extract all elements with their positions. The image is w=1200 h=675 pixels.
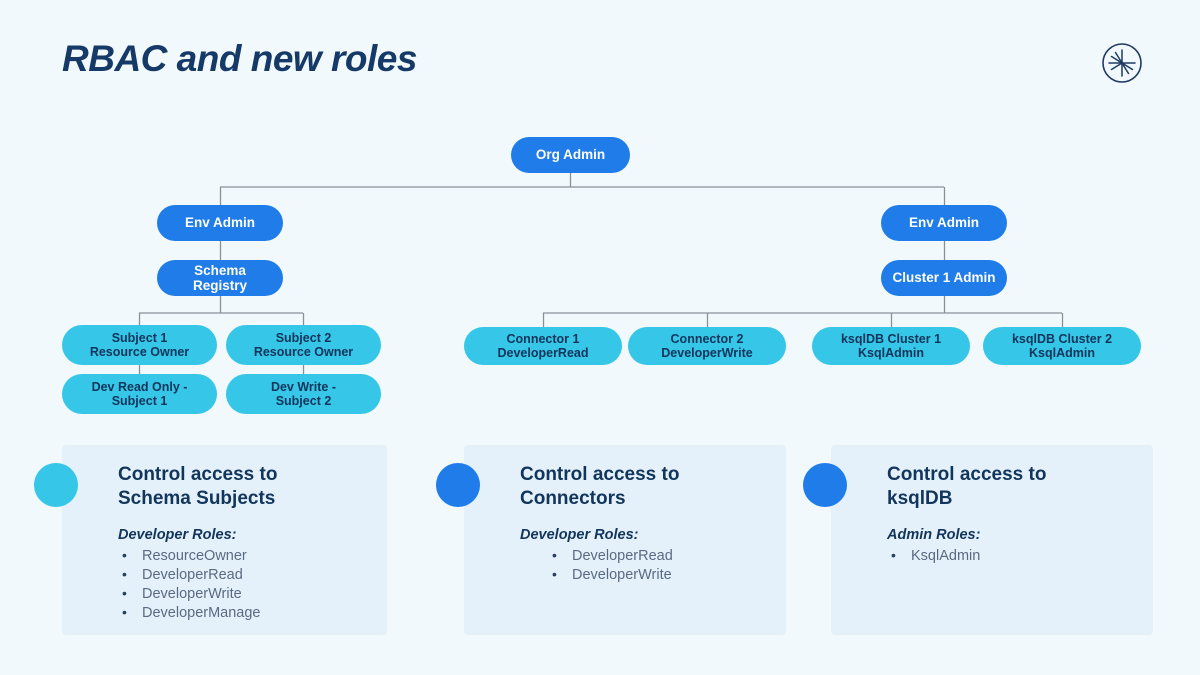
card-connectors: Control access to Connectors Developer R… xyxy=(436,445,786,635)
node-subject-2-resource-owner[interactable]: Subject 2 Resource Owner xyxy=(226,325,381,365)
card-subhead: Admin Roles: xyxy=(887,527,981,543)
list-item: DeveloperWrite xyxy=(118,584,261,604)
node-ksqldb-cluster-1[interactable]: ksqlDB Cluster 1 KsqlAdmin xyxy=(812,327,970,365)
node-connector-1[interactable]: Connector 1 DeveloperRead xyxy=(464,327,622,365)
card-role-list: KsqlAdmin xyxy=(887,546,980,566)
node-org-admin[interactable]: Org Admin xyxy=(511,137,630,173)
node-cluster-1-admin[interactable]: Cluster 1 Admin xyxy=(881,260,1007,296)
card-role-list: DeveloperRead DeveloperWrite xyxy=(548,546,673,585)
list-item: ResourceOwner xyxy=(118,546,261,566)
card-schema-subjects: Control access to Schema Subjects Develo… xyxy=(34,445,387,635)
card-heading: Control access to Schema Subjects xyxy=(118,464,278,509)
card-dot-icon xyxy=(436,463,480,507)
card-subhead: Developer Roles: xyxy=(118,527,237,543)
card-ksqldb: Control access to ksqlDB Admin Roles: Ks… xyxy=(803,445,1153,635)
node-schema-registry[interactable]: Schema Registry xyxy=(157,260,283,296)
card-dot-icon xyxy=(34,463,78,507)
node-env-admin-left[interactable]: Env Admin xyxy=(157,205,283,241)
node-ksqldb-cluster-2[interactable]: ksqlDB Cluster 2 KsqlAdmin xyxy=(983,327,1141,365)
org-chart: Org Admin Env Admin Schema Registry Env … xyxy=(62,137,1141,414)
card-heading: Control access to Connectors xyxy=(520,464,680,509)
card-subhead: Developer Roles: xyxy=(520,527,639,543)
node-subject-1-resource-owner[interactable]: Subject 1 Resource Owner xyxy=(62,325,217,365)
card-dot-icon xyxy=(803,463,847,507)
list-item: DeveloperRead xyxy=(118,565,261,585)
list-item: DeveloperWrite xyxy=(548,565,673,585)
card-role-list: ResourceOwner DeveloperRead DeveloperWri… xyxy=(118,546,261,623)
confluent-logo xyxy=(1101,42,1143,84)
card-heading: Control access to ksqlDB xyxy=(887,464,1047,509)
node-connector-2[interactable]: Connector 2 DeveloperWrite xyxy=(628,327,786,365)
page-title: RBAC and new roles xyxy=(62,38,417,79)
list-item: KsqlAdmin xyxy=(887,546,980,566)
node-dev-write-subject-2[interactable]: Dev Write - Subject 2 xyxy=(226,374,381,414)
node-env-admin-right[interactable]: Env Admin xyxy=(881,205,1007,241)
list-item: DeveloperRead xyxy=(548,546,673,566)
node-dev-read-only-subject-1[interactable]: Dev Read Only - Subject 1 xyxy=(62,374,217,414)
list-item: DeveloperManage xyxy=(118,603,261,623)
